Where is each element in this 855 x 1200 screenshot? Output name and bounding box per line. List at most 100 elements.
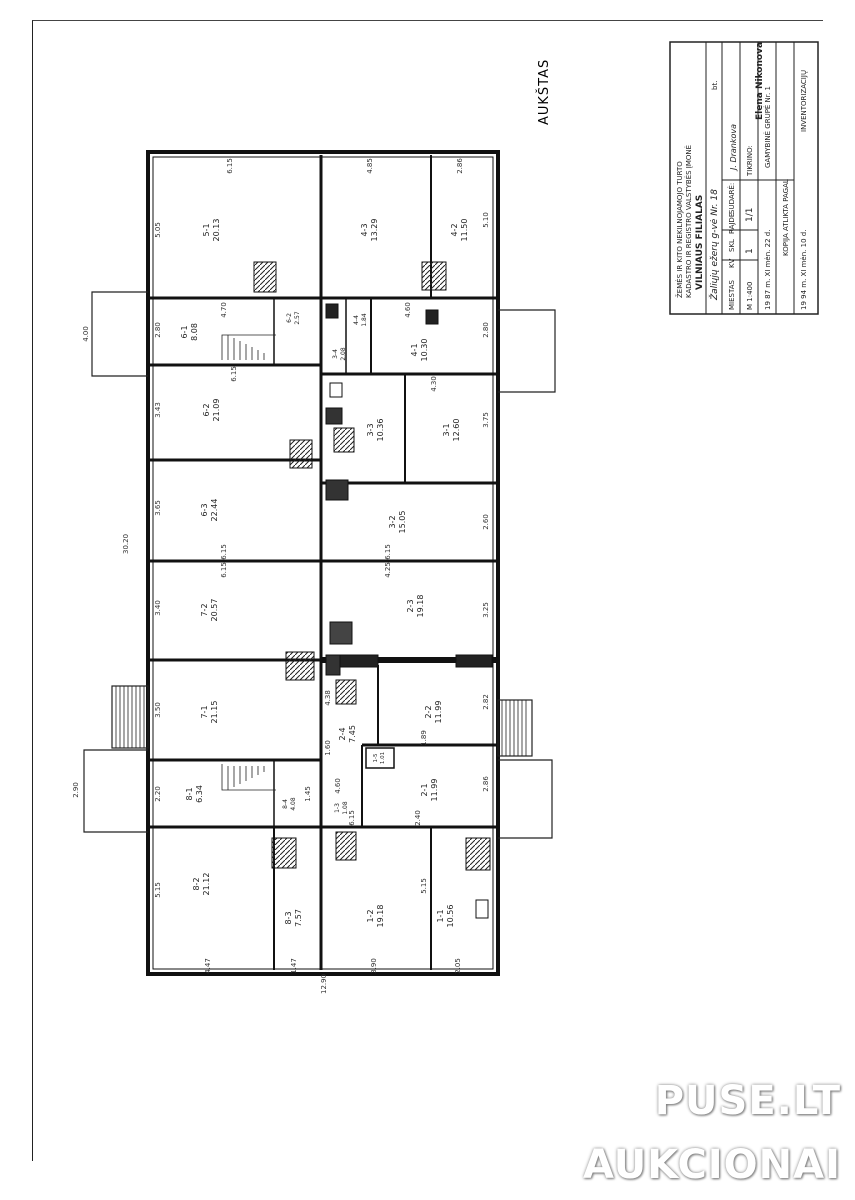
dim-misc: 4.60 (404, 302, 412, 318)
room-area: 7.45 (348, 725, 357, 743)
stamp-address: Žaliųjų ežerų g-vė Nr. 18 (708, 189, 720, 301)
dim-top: 4.85 (366, 158, 374, 174)
stamp-inventory-label: INVENTORIZACIJŲ (800, 70, 808, 132)
title-stamp (669, 41, 819, 315)
room-area: 1.01 (380, 752, 386, 764)
room-area: 1.84 (361, 313, 368, 327)
dim-misc: 6.15 (348, 810, 356, 826)
room-id: 7-1 (200, 705, 209, 718)
room-id: 1-2 (366, 909, 375, 922)
room-area: 13.29 (370, 219, 379, 242)
dim-left: 3.40 (154, 600, 162, 616)
room-area: 19.18 (376, 905, 385, 928)
dim-left: 3.65 (154, 500, 162, 516)
dim-right: 5.15 (420, 878, 428, 894)
stair-treads (115, 334, 527, 791)
room-area: 22.44 (210, 499, 219, 522)
room-area: 10.36 (376, 419, 385, 442)
dim-misc: 4.70 (220, 302, 228, 318)
stamp-copy-label: KOPIJA ATLIKTA PAGAL (782, 179, 790, 256)
dim-misc: 2.40 (414, 810, 422, 826)
drawing-sheet-border (32, 20, 823, 1161)
room-id: 6-2 (202, 403, 211, 416)
dim-bottom: 4.47 (204, 958, 212, 974)
dim-right: 2.60 (482, 514, 490, 530)
floor-heading: AUKŠTAS (536, 59, 552, 125)
dim-misc: 6.15 (230, 366, 238, 382)
room-id: 3-4 (332, 349, 339, 359)
dim-misc: 6.15 (220, 544, 228, 560)
stamp-header-sudare: SUDARĖ: (727, 183, 736, 214)
room-area: 15.05 (398, 511, 407, 534)
dim-misc: 4.30 (430, 376, 438, 392)
dim-misc: 1.60 (324, 740, 332, 756)
watermark-line-1: PUSE.LT (654, 1078, 841, 1124)
stamp-address-suffix: bt. (711, 81, 719, 90)
stamp-line-2: KADASTRO IR REGISTRO VALSTYBĖS ĮMONĖ (684, 145, 693, 298)
dim-misc: 4.25 (384, 562, 392, 578)
stamp-header-rajde: RAJDE (728, 213, 736, 234)
room-id: 6-2 (286, 313, 293, 323)
room-id: 3-1 (442, 423, 451, 436)
watermark-line-2: AUKCIONAI (583, 1142, 841, 1188)
room-area: 1.08 (342, 801, 349, 815)
stamp-header-skl: SKL (728, 239, 736, 252)
dim-misc: 4.60 (334, 778, 342, 794)
room-id: 2-4 (338, 727, 347, 740)
room-area: 19.18 (416, 595, 425, 618)
porches (83, 291, 556, 839)
dim-left: 2.20 (154, 786, 162, 802)
stamp-date: 19 87 m. XI mėn. 22 d. (764, 230, 772, 310)
room-area: 4.08 (290, 797, 297, 811)
room-area: 20.57 (210, 599, 219, 622)
dim-misc: 1.89 (420, 730, 428, 746)
dim-top: 2.86 (456, 158, 464, 174)
dim-right: 2.86 (482, 776, 490, 792)
dim-right: 5.10 (482, 212, 490, 228)
room-area: 11.50 (460, 219, 469, 242)
dim-bottom: 1.47 (290, 958, 298, 974)
room-id: 2-1 (420, 783, 429, 796)
dim-left: 5.15 (154, 882, 162, 898)
room-id: 8-2 (192, 877, 201, 890)
room-area: 10.30 (420, 339, 429, 362)
room-area: 21.15 (210, 701, 219, 724)
stamp-group: GAMYBINĖ GRUPĖ Nr. 1 (763, 86, 772, 168)
dim-right-porch: 2.90 (72, 782, 80, 798)
dim-top: 6.15 (226, 158, 234, 174)
dim-bottom: 3.90 (370, 958, 378, 974)
room-id: 4-4 (353, 315, 360, 325)
stamp-line-1: ŽEMĖS IR KITO NEKILNOJAMOJO TURTO (675, 161, 684, 298)
room-id: 8-4 (282, 799, 289, 809)
room-id: 1-3 (334, 803, 341, 813)
room-id: 5-1 (202, 223, 211, 236)
stamp-checker-name: Elena Nikonova (755, 42, 765, 120)
dim-misc: 4.38 (324, 690, 332, 706)
dim-right: 3.25 (482, 602, 490, 618)
stamp-header-kv: KV (728, 258, 736, 268)
dim-left-porch: 4.00 (82, 326, 90, 342)
room-area: 2.57 (294, 311, 301, 325)
stamp-line-3: VILNIAUS FILIALAS (695, 195, 705, 290)
stamp-checker-label: TIKRINO: (746, 145, 754, 177)
stove-symbols (253, 261, 493, 919)
dim-left: 2.80 (154, 322, 162, 338)
stamp-sheet: 1 (745, 248, 755, 254)
room-id: 8-3 (284, 911, 293, 924)
room-area: 10.56 (446, 905, 455, 928)
dim-right: 2.80 (482, 322, 490, 338)
dim-right: 2.82 (482, 694, 490, 710)
dim-left: 3.43 (154, 402, 162, 418)
room-area: 11.99 (430, 779, 439, 802)
room-area: 6.34 (195, 785, 204, 803)
dim-left: 5.05 (154, 222, 162, 238)
room-id: 6-1 (180, 325, 189, 338)
room-id: 1-1 (436, 909, 445, 922)
stamp-copy-date: 19 94 m. XI mėn. 10 d. (800, 230, 808, 310)
room-area: 21.09 (212, 399, 221, 422)
room-id: 4-2 (450, 223, 459, 236)
room-id: 7-2 (200, 603, 209, 616)
stamp-drafter: J. Drankova (729, 124, 738, 172)
